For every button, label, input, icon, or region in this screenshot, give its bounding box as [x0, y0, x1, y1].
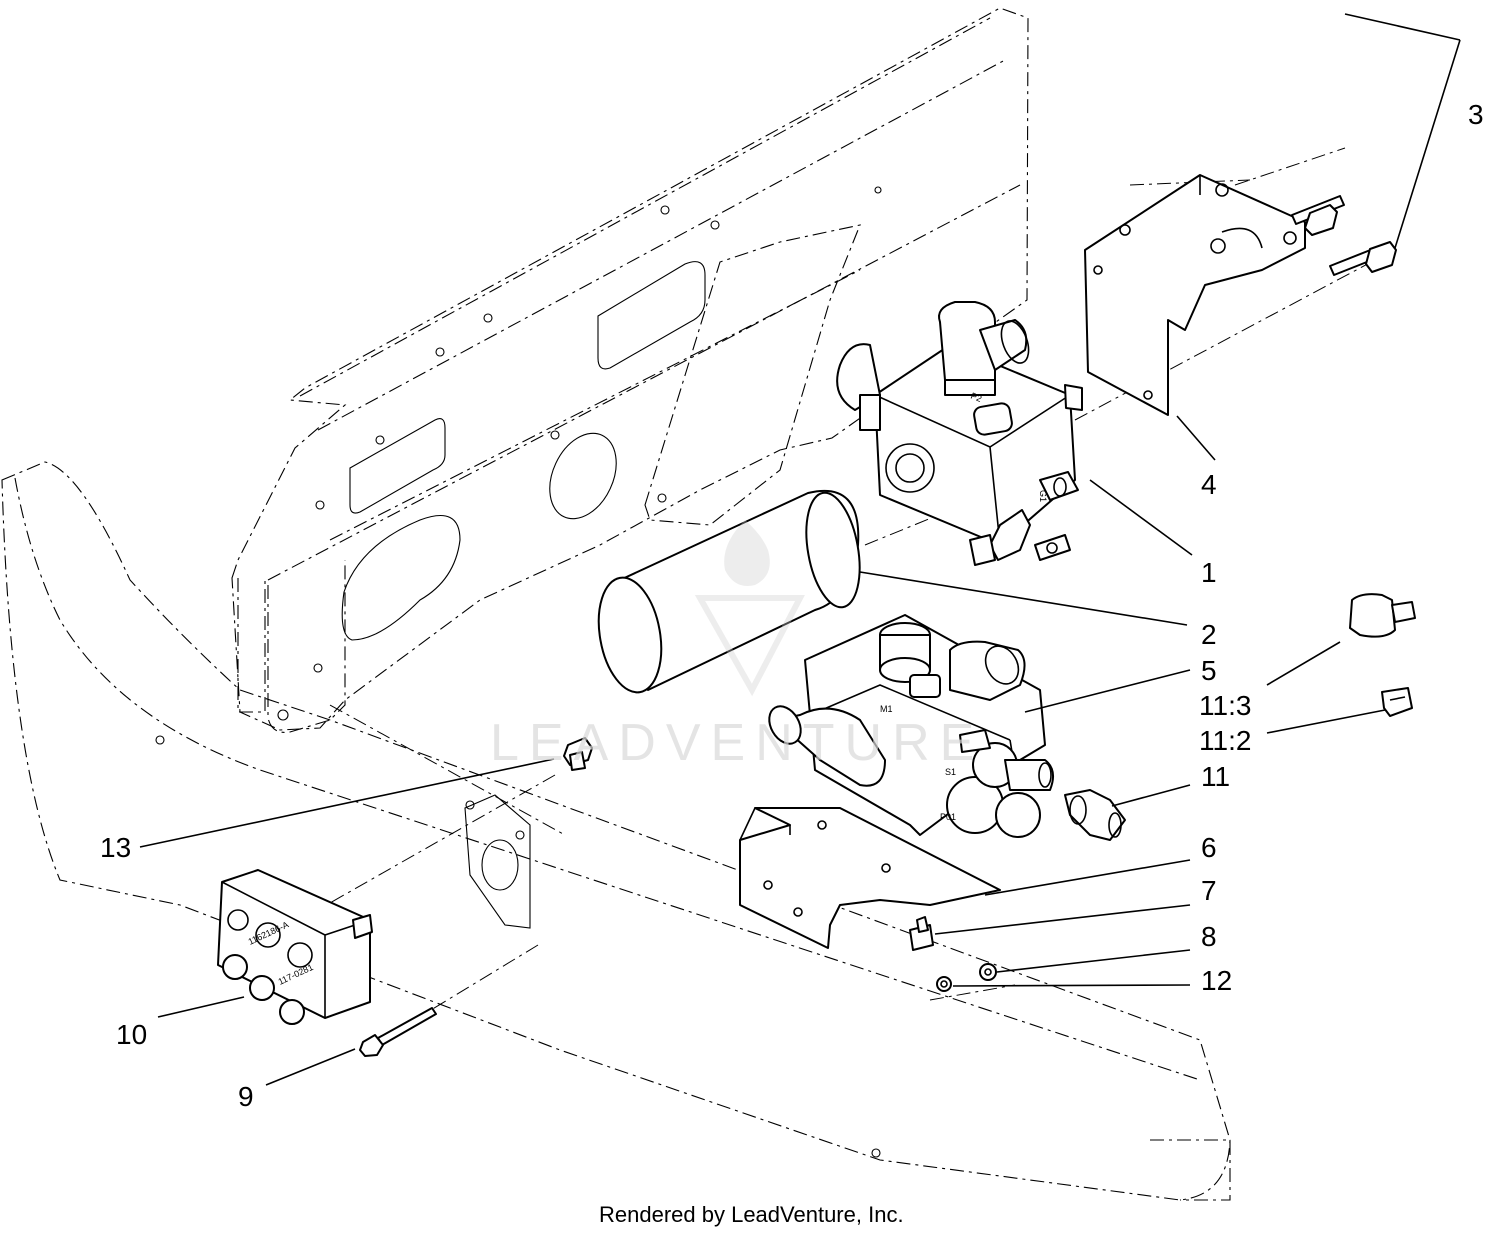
svg-text:P2: P2 — [969, 391, 983, 404]
hex-bolt-part-3-upper — [1291, 195, 1345, 236]
svg-text:G1: G1 — [1038, 490, 1048, 502]
manifold-part-5: M1 S1 P01 — [768, 614, 1055, 838]
relief-valve-part-10: 1162186-A 117-0281 — [217, 869, 373, 1025]
callout-7: 7 — [1201, 875, 1217, 906]
callout-6: 6 — [1201, 832, 1217, 863]
callout-1: 1 — [1201, 557, 1217, 588]
callout-11-2: 11:2 — [1199, 725, 1251, 756]
callout-10: 10 — [116, 1019, 147, 1050]
frame-phantom-outline — [231, 7, 1029, 733]
mount-plate-phantom — [464, 794, 531, 929]
watermark-logo-icon — [694, 520, 805, 697]
nut-part-8 — [979, 963, 997, 981]
callout-13: 13 — [100, 832, 131, 863]
oil-filter-part-2 — [597, 489, 861, 694]
bolt-part-13 — [563, 737, 593, 771]
leader-lines — [139, 13, 1461, 1086]
callout-11-3: 11:3 — [1199, 690, 1251, 721]
callout-3: 3 — [1468, 99, 1484, 130]
washer-part-12 — [936, 976, 952, 992]
fuse-part-11-2 — [1381, 687, 1413, 717]
mounting-bracket-part-4 — [1084, 174, 1306, 416]
svg-text:M1: M1 — [880, 704, 893, 714]
svg-text:S1: S1 — [945, 767, 956, 777]
valve-block-part-1: P2 G1 — [836, 301, 1083, 566]
screw-part-7 — [909, 916, 934, 951]
hex-bolt-part-3-lower — [1329, 241, 1397, 276]
callout-9: 9 — [238, 1081, 254, 1112]
watermark: LEADVENTURE — [490, 520, 984, 772]
callout-8: 8 — [1201, 921, 1217, 952]
footer-credit: Rendered by LeadVenture, Inc. — [599, 1202, 904, 1227]
callout-2: 2 — [1201, 619, 1217, 650]
callout-12: 12 — [1201, 965, 1232, 996]
long-bolt-part-9 — [359, 1007, 437, 1057]
watermark-text: LEADVENTURE — [490, 714, 984, 772]
cross-member-phantom — [1, 461, 1231, 1201]
lower-bracket-part-6 — [739, 807, 1001, 949]
coil-connector-part-11 — [1064, 789, 1126, 841]
callout-4: 4 — [1201, 469, 1217, 500]
svg-text:P01: P01 — [940, 812, 956, 822]
callout-5: 5 — [1201, 655, 1217, 686]
fuse-holder-part-11-3 — [1349, 593, 1416, 638]
callout-labels: 1 2 3 4 5 6 7 8 9 10 11 11:2 11:3 12 13 — [100, 99, 1484, 1112]
callout-11: 11 — [1201, 761, 1230, 792]
